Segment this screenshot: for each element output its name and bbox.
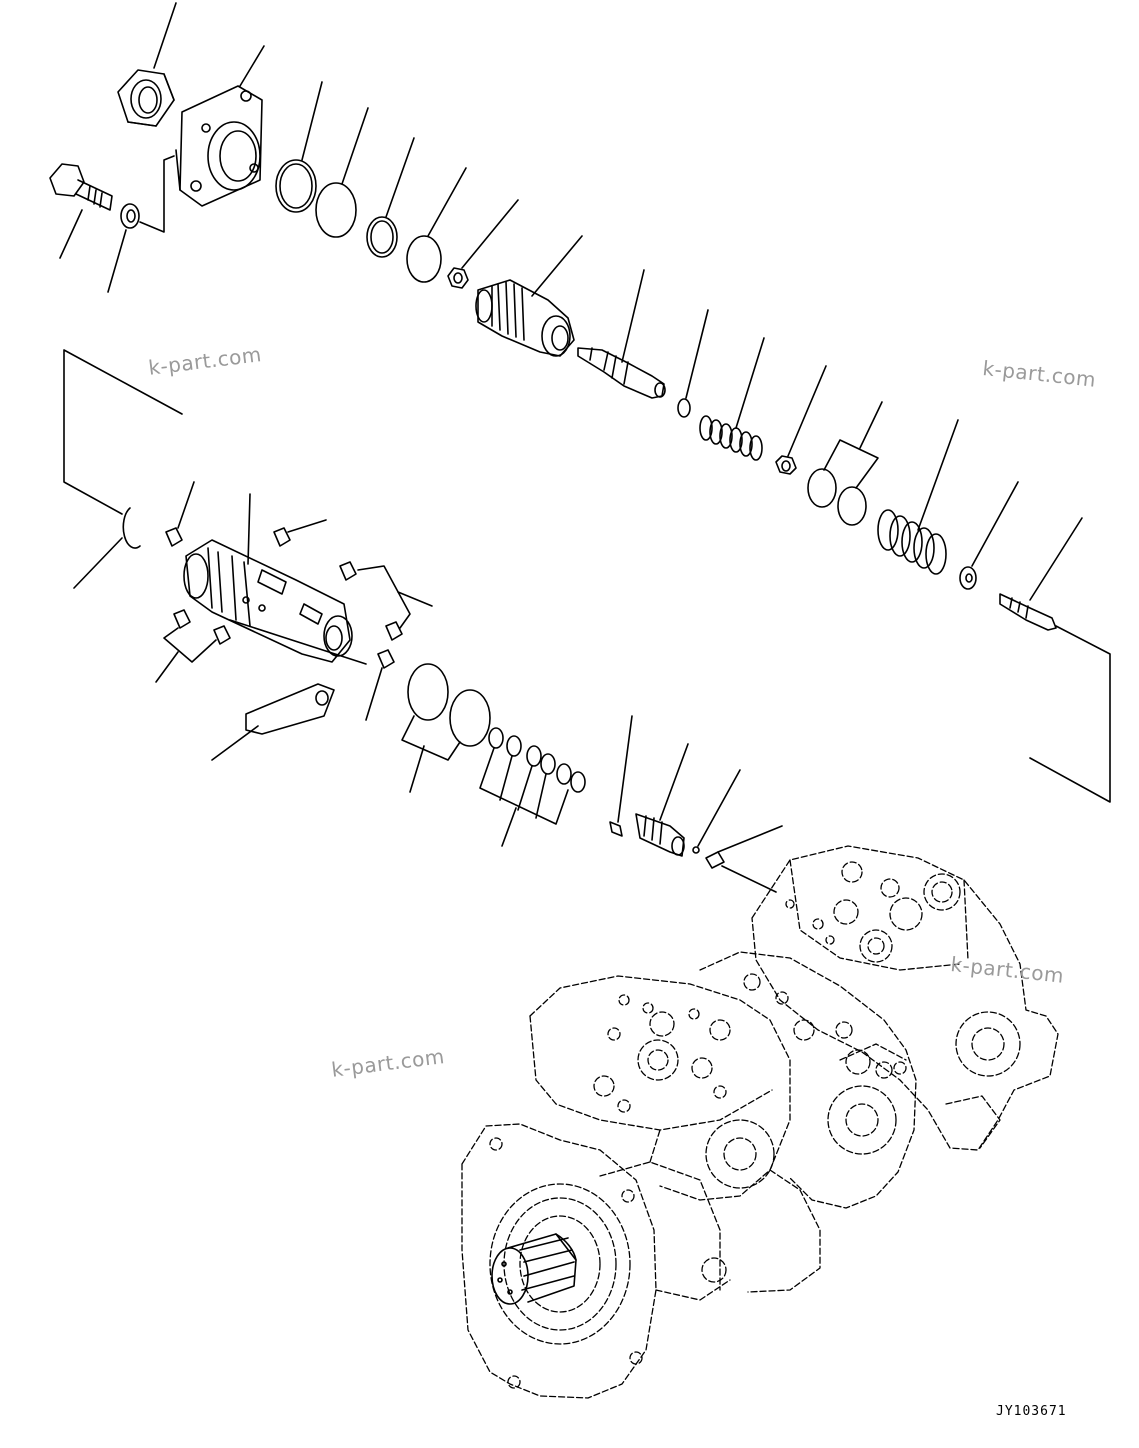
small-o-ring <box>678 399 690 417</box>
valve-body <box>184 540 352 662</box>
o-ring-pair <box>808 469 866 525</box>
o-ring-mid-1 <box>408 664 448 720</box>
o-ring-3 <box>407 236 441 282</box>
leader-small-o-rings <box>480 748 568 824</box>
washer-2 <box>960 567 976 589</box>
o-ring-1 <box>276 160 316 212</box>
leader-o-ring-2 <box>342 108 368 184</box>
leader-o-ring-left <box>74 538 122 588</box>
leader-plug-2 <box>288 520 326 532</box>
drive-shaft <box>492 1234 576 1304</box>
orifice-plug <box>706 852 724 868</box>
plug-6 <box>174 610 190 628</box>
leader-screw-bracket <box>1030 626 1110 802</box>
leader-small-o-ring <box>686 310 708 398</box>
o-ring-2 <box>316 183 356 237</box>
leader-adjusting-screw <box>1030 518 1082 600</box>
leader-spring-1 <box>736 338 764 428</box>
leader-valve-body <box>248 494 250 564</box>
small-o-rings <box>489 728 585 792</box>
plug-5 <box>378 650 394 668</box>
leader-plugs-6-7-b <box>156 652 178 682</box>
drawing-code: JY103671 <box>996 1404 1067 1419</box>
leader-small-o-rings-b1 <box>500 756 512 800</box>
leader-small-o-rings-b2 <box>518 766 532 810</box>
leader-ball <box>698 770 740 846</box>
leader-bolt <box>60 210 82 258</box>
leader-o-ring-pair-2 <box>860 402 882 448</box>
leader-lock-plate <box>212 726 258 760</box>
leader-body-link <box>230 620 366 664</box>
o-ring-mid-2 <box>450 690 490 746</box>
leader-o-ring-mid <box>402 716 460 760</box>
leader-plug-1 <box>178 482 194 528</box>
spring-2 <box>878 510 946 574</box>
leader-small-o-rings-b4 <box>502 808 516 846</box>
o-ring-left <box>123 508 140 548</box>
leader-to-pump <box>722 866 776 892</box>
pin <box>610 822 622 836</box>
leader-plugs-3-4 <box>358 566 410 628</box>
plug-2 <box>274 528 290 546</box>
leader-washer-2 <box>972 482 1018 566</box>
plug-4 <box>386 622 402 640</box>
backup-ring <box>367 217 397 257</box>
leader-spring-seat <box>788 366 826 456</box>
flange <box>176 86 262 206</box>
ball <box>693 847 699 853</box>
plug-3 <box>340 562 356 580</box>
leader-check-valve <box>660 744 688 820</box>
leader-hex-nut <box>154 3 176 68</box>
leader-backup-ring <box>386 138 414 217</box>
leader-small-o-rings-b3 <box>536 774 546 818</box>
leader-washer <box>108 230 126 292</box>
leader-o-ring-1 <box>302 82 322 160</box>
leader-bracket-bolt <box>140 156 174 232</box>
plug-7 <box>214 626 230 644</box>
hex-nut <box>118 70 174 126</box>
leader-plug-5 <box>366 668 382 720</box>
leader-orifice-plug <box>718 826 782 852</box>
leader-pin <box>618 716 632 822</box>
spring-seat <box>776 456 796 474</box>
hydraulic-pump-assembly <box>462 846 1058 1398</box>
bolt <box>50 164 112 210</box>
spool <box>578 348 665 398</box>
plug-1 <box>166 528 182 546</box>
sleeve <box>476 280 574 356</box>
leader-o-ring-pair <box>824 440 878 488</box>
leader-spring-2 <box>918 420 958 530</box>
leader-bracket-left <box>64 350 182 514</box>
spring-1 <box>700 416 762 460</box>
washer <box>121 204 139 228</box>
leader-flange <box>240 46 264 86</box>
adjusting-screw <box>1000 594 1056 630</box>
leader-small-nut <box>462 200 518 268</box>
leader-plugs-3-4-b <box>398 592 432 606</box>
leader-spool <box>622 270 644 362</box>
leader-sleeve <box>532 236 582 296</box>
check-valve <box>636 814 684 856</box>
small-nut <box>448 268 468 288</box>
leader-o-ring-mid-b <box>410 746 424 792</box>
lock-plate <box>246 684 334 734</box>
leader-plugs-6-7 <box>164 628 216 662</box>
leader-o-ring-3 <box>428 168 466 236</box>
